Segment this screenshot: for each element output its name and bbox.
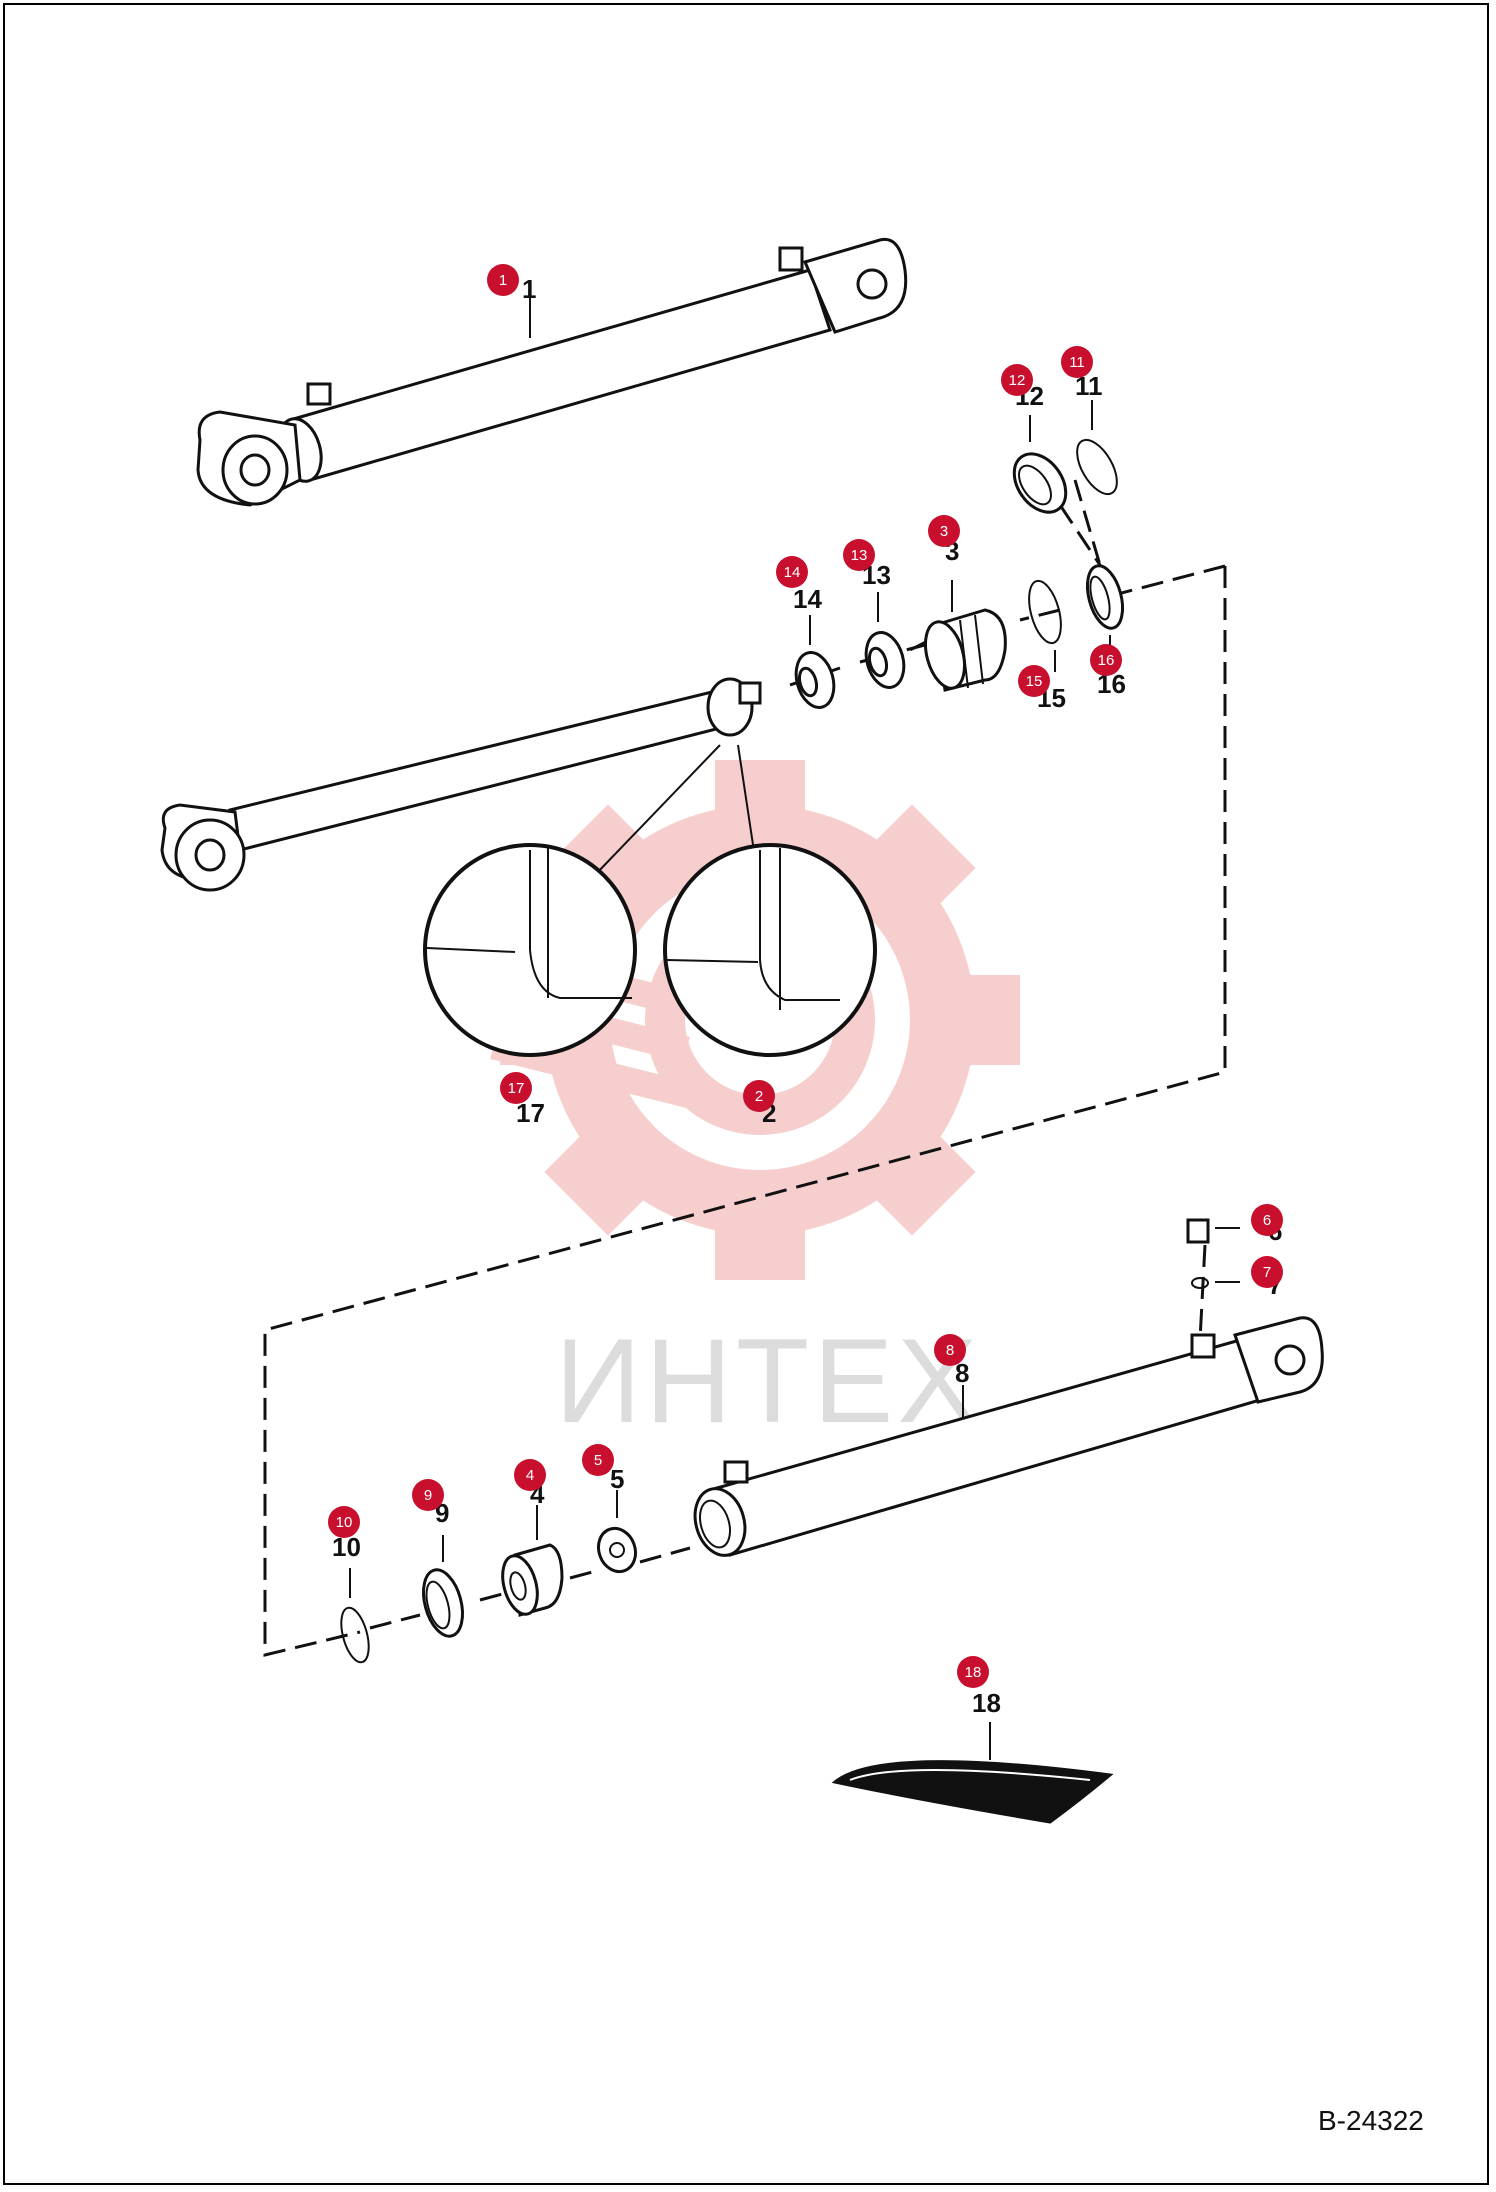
part-5-nut bbox=[596, 1490, 638, 1574]
cylinder-barrel-assembly bbox=[196, 237, 908, 507]
part-4-piston bbox=[501, 1505, 564, 1617]
svg-text:4: 4 bbox=[526, 1467, 534, 1484]
part-3-piston bbox=[924, 580, 1007, 692]
callout-badge-4[interactable]: 4 bbox=[514, 1459, 546, 1491]
callout-badge-10[interactable]: 10 bbox=[328, 1506, 360, 1538]
callout-badges: 1 2 3 4 5 6 7 8 9 10 11 12 13 14 15 16 1… bbox=[328, 264, 1283, 1688]
callout-badge-1[interactable]: 1 bbox=[487, 264, 519, 296]
part-13-seal bbox=[864, 592, 906, 689]
cylinder-rod bbox=[160, 677, 762, 892]
callout-badge-7[interactable]: 7 bbox=[1251, 1256, 1283, 1288]
callout-badge-13[interactable]: 13 bbox=[843, 539, 875, 571]
part-number-1: 1 bbox=[522, 274, 536, 304]
callout-badge-2[interactable]: 2 bbox=[743, 1080, 775, 1112]
callout-badge-8[interactable]: 8 bbox=[934, 1334, 966, 1366]
part-9-wear-ring bbox=[422, 1535, 464, 1638]
callout-badge-15[interactable]: 15 bbox=[1018, 665, 1050, 697]
callout-badge-6[interactable]: 6 bbox=[1251, 1204, 1283, 1236]
svg-text:17: 17 bbox=[508, 1080, 525, 1097]
part-8-barrel bbox=[693, 1316, 1324, 1557]
svg-text:7: 7 bbox=[1263, 1264, 1271, 1281]
svg-text:3: 3 bbox=[940, 523, 948, 540]
callout-badge-9[interactable]: 9 bbox=[412, 1479, 444, 1511]
svg-text:12: 12 bbox=[1009, 372, 1026, 389]
callout-badge-18[interactable]: 18 bbox=[957, 1656, 989, 1688]
callout-badge-17[interactable]: 17 bbox=[500, 1072, 532, 1104]
part-number-18: 18 bbox=[972, 1688, 1001, 1718]
part-16-ring bbox=[1085, 564, 1125, 655]
callout-badge-12[interactable]: 12 bbox=[1001, 364, 1033, 396]
part-18-seal-kit bbox=[831, 1722, 1114, 1824]
part-6-fitting bbox=[1186, 1218, 1240, 1244]
svg-text:16: 16 bbox=[1098, 652, 1115, 669]
part-15-o-ring bbox=[1028, 579, 1062, 672]
svg-text:13: 13 bbox=[851, 547, 868, 564]
part-12-backup-ring bbox=[1012, 415, 1068, 514]
part-7-washer bbox=[1191, 1277, 1240, 1289]
svg-text:14: 14 bbox=[784, 564, 801, 581]
svg-text:9: 9 bbox=[424, 1487, 432, 1504]
callout-badge-5[interactable]: 5 bbox=[582, 1444, 614, 1476]
svg-text:2: 2 bbox=[755, 1088, 763, 1105]
svg-text:8: 8 bbox=[946, 1342, 954, 1359]
drawing-reference-code: B-24322 bbox=[1318, 2105, 1424, 2136]
watermark-text: ИНТЕХ bbox=[555, 1314, 981, 1448]
svg-text:18: 18 bbox=[965, 1664, 982, 1681]
svg-text:10: 10 bbox=[336, 1514, 353, 1531]
callout-badge-16[interactable]: 16 bbox=[1090, 644, 1122, 676]
part-number-14: 14 bbox=[793, 584, 822, 614]
svg-text:15: 15 bbox=[1026, 673, 1043, 690]
part-14-bushing bbox=[794, 615, 836, 709]
part-number-5: 5 bbox=[610, 1464, 624, 1494]
callout-badge-3[interactable]: 3 bbox=[928, 515, 960, 547]
part-11-o-ring bbox=[1076, 400, 1118, 496]
detail-view-17 bbox=[423, 843, 637, 1057]
part-number-8: 8 bbox=[955, 1358, 969, 1388]
svg-text:6: 6 bbox=[1263, 1212, 1271, 1229]
svg-text:5: 5 bbox=[594, 1452, 602, 1469]
callout-badge-11[interactable]: 11 bbox=[1061, 346, 1093, 378]
detail-view-2 bbox=[663, 843, 877, 1057]
callout-badge-14[interactable]: 14 bbox=[776, 556, 808, 588]
part-10-o-ring bbox=[340, 1568, 370, 1664]
svg-text:1: 1 bbox=[499, 272, 507, 289]
svg-text:11: 11 bbox=[1069, 354, 1085, 371]
